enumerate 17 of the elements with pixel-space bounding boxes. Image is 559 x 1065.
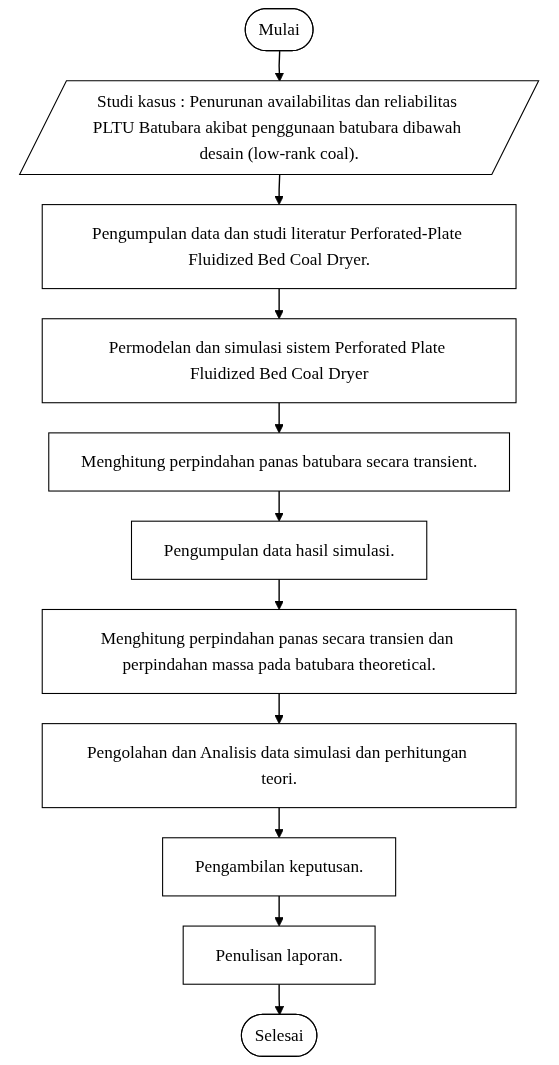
- node-box: Menghitung perpindahan panas batubara secara transient.: [48, 432, 511, 492]
- arrow: [274, 174, 285, 206]
- node-box: Pengolahan dan Analisis data simulasi dan perhitungan teori.: [42, 723, 517, 809]
- node-box: Permodelan dan simulasi sistem Perforated Plate Fluidized Bed Coal Dryer: [42, 318, 517, 404]
- arrow: [274, 402, 285, 434]
- arrow: [274, 287, 285, 320]
- arrow: [275, 983, 285, 1016]
- node-box: Penulisan laporan.: [183, 925, 376, 985]
- node-box: Menghitung perpindahan panas secara transien dan perpindahan massa pada batubara theoretical.: [42, 608, 517, 694]
- node-box: Pengambilan keputusan.: [162, 837, 397, 897]
- arrow: [274, 578, 285, 610]
- arrow: [274, 692, 285, 725]
- node-box: Pengumpulan data hasil simulasi.: [131, 520, 428, 580]
- arrow: [274, 806, 285, 839]
- arrow: [274, 490, 285, 522]
- node-box: Pengumpulan data dan studi literatur Perforated-Plate Fluidized Bed Coal Dryer.: [42, 204, 517, 290]
- arrow: [274, 895, 285, 927]
